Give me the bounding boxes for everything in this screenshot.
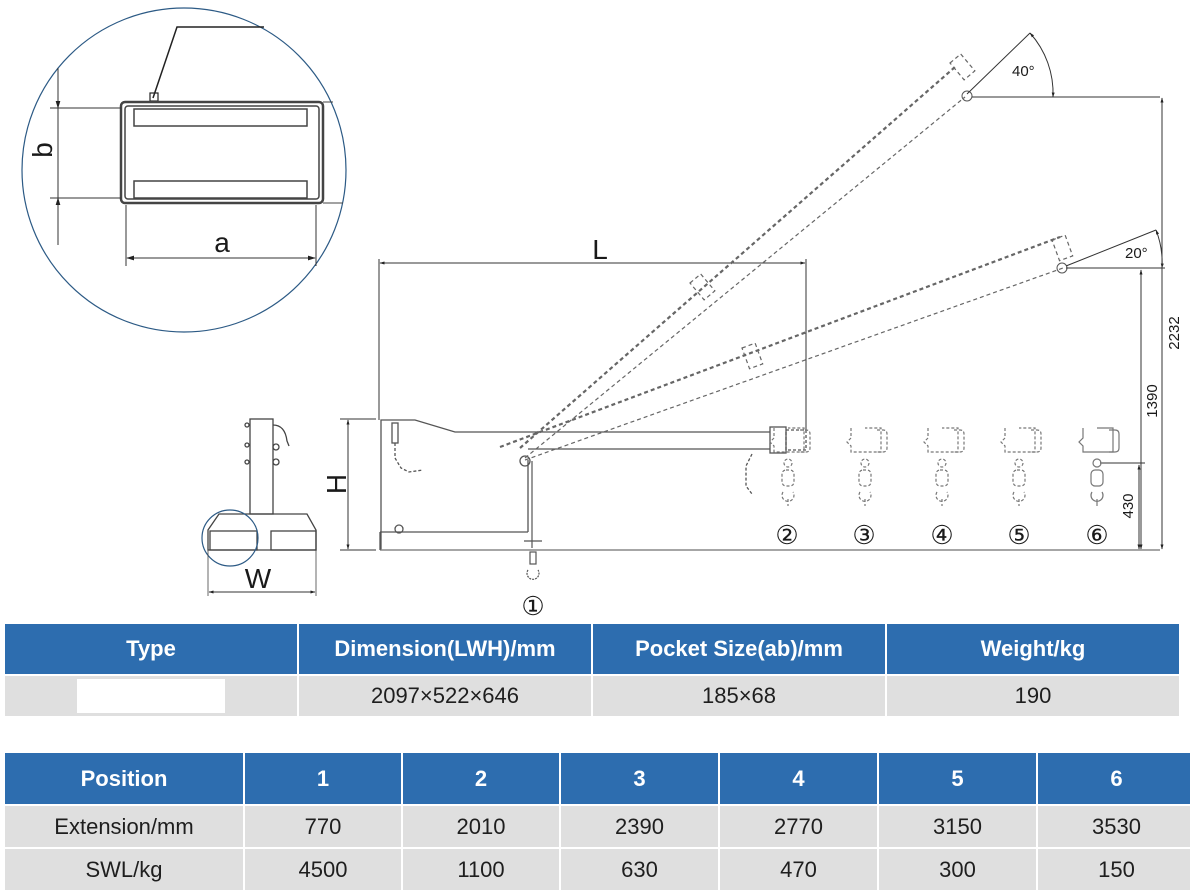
height-dimensions-right	[1100, 97, 1164, 550]
angle-annotations	[966, 32, 1165, 269]
row-label: Extension/mm	[5, 806, 243, 847]
height-dimension-label: H	[321, 474, 352, 494]
hook-glyph-position-5	[1000, 427, 1042, 506]
table-cell: 300	[879, 849, 1036, 890]
front-view	[201, 418, 317, 596]
table-cell: 2010	[403, 806, 559, 847]
cell-weight: 190	[887, 676, 1179, 716]
spec-table: Type Dimension(LWH)/mm Pocket Size(ab)/m…	[3, 622, 1181, 718]
angle-40-label: 40°	[1012, 63, 1035, 80]
header-dimension: Dimension(LWH)/mm	[299, 624, 591, 674]
length-dimension	[378, 259, 807, 430]
position-5-marker: ⑤	[1007, 520, 1030, 550]
table-row-extension: Extension/mm 770 2010 2390 2770 3150 353…	[5, 806, 1190, 847]
hook-position-1	[524, 461, 542, 580]
header-position-1: 1	[245, 753, 401, 804]
header-position: Position	[5, 753, 243, 804]
leader-line	[152, 26, 264, 99]
header-position-6: 6	[1038, 753, 1190, 804]
position-1-marker: ①	[521, 591, 544, 620]
header-position-5: 5	[879, 753, 1036, 804]
table-cell: 1100	[403, 849, 559, 890]
front-detail-circle	[201, 509, 259, 567]
hook-glyph-position-3	[846, 427, 888, 506]
position-4-marker: ④	[930, 520, 953, 550]
header-position-2: 2	[403, 753, 559, 804]
height-430-label: 430	[1120, 493, 1137, 518]
hook-glyph-position-6	[1078, 427, 1120, 506]
angle-20-label: 20°	[1125, 245, 1148, 262]
detail-circle	[21, 7, 347, 333]
table-row-swl: SWL/kg 4500 1100 630 470 300 150	[5, 849, 1190, 890]
length-dimension-label: L	[592, 234, 608, 265]
header-position-4: 4	[720, 753, 877, 804]
table-cell: 2390	[561, 806, 718, 847]
jib-crane-technical-drawing: b a W H L	[21, 7, 1183, 620]
table-cell: 470	[720, 849, 877, 890]
cell-type	[5, 676, 297, 716]
table-cell: 4500	[245, 849, 401, 890]
height-2232-label: 2232	[1166, 316, 1183, 349]
position-table-header-row: Position 1 2 3 4 5 6	[5, 753, 1190, 804]
spec-table-header-row: Type Dimension(LWH)/mm Pocket Size(ab)/m…	[5, 624, 1179, 674]
height-dimension	[340, 418, 376, 551]
table-cell: 3150	[879, 806, 1036, 847]
pocket-dimension-a-label: a	[214, 227, 230, 258]
cell-pocket-size: 185×68	[593, 676, 885, 716]
side-view	[379, 419, 1160, 551]
width-dimension-label: W	[245, 563, 272, 594]
header-type: Type	[5, 624, 297, 674]
row-label: SWL/kg	[5, 849, 243, 890]
table-cell: 3530	[1038, 806, 1190, 847]
table-cell: 630	[561, 849, 718, 890]
height-1390-label: 1390	[1144, 384, 1161, 417]
pocket-dimension-b-label: b	[27, 142, 58, 158]
boom-raised-20	[499, 234, 1074, 461]
boom-raised-40	[519, 53, 976, 459]
position-2-marker: ②	[775, 520, 798, 550]
pocket-detail-view: b a	[21, 7, 347, 333]
type-value-redacted	[77, 679, 225, 713]
table-row: 2097×522×646 185×68 190	[5, 676, 1179, 716]
position-6-marker: ⑥	[1085, 520, 1108, 550]
pocket-outer	[119, 100, 325, 205]
hook-positions	[769, 427, 1120, 506]
cell-dimension: 2097×522×646	[299, 676, 591, 716]
header-pocket-size: Pocket Size(ab)/mm	[593, 624, 885, 674]
position-3-marker: ③	[852, 520, 875, 550]
hook-glyph-position-2	[769, 427, 811, 506]
table-cell: 770	[245, 806, 401, 847]
table-cell: 150	[1038, 849, 1190, 890]
position-load-table: Position 1 2 3 4 5 6 Extension/mm 770 20…	[3, 751, 1190, 892]
header-position-3: 3	[561, 753, 718, 804]
header-weight: Weight/kg	[887, 624, 1179, 674]
hook-glyph-position-4	[923, 427, 965, 506]
table-cell: 2770	[720, 806, 877, 847]
